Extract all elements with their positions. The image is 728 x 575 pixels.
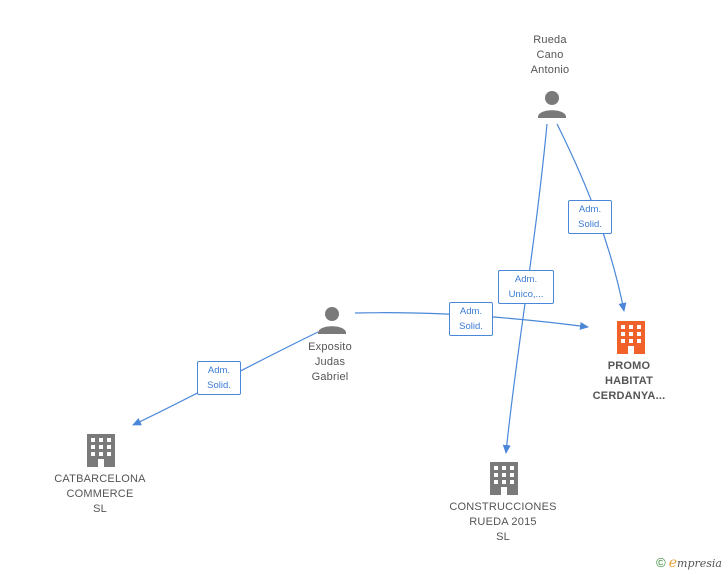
badge-line: Solid. [578, 219, 602, 230]
badge-line: Solid. [207, 380, 231, 391]
badge-line: Adm. [207, 365, 231, 376]
edge-badge-rueda-promo[interactable]: Adm. Solid. [568, 200, 612, 234]
label-line: CERDANYA... [592, 390, 666, 402]
label-line: RUEDA 2015 [469, 516, 537, 528]
label-line: CATBARCELONA [54, 473, 146, 485]
label-line: HABITAT [604, 375, 654, 387]
badge-line: Adm. [514, 274, 538, 285]
label-line: COMMERCE [66, 488, 134, 500]
node-label-promo[interactable]: PROMO HABITAT CERDANYA... [570, 359, 688, 404]
label-line: SL [496, 531, 510, 543]
badge-line: Adm. [578, 204, 602, 215]
badge-line: Adm. [459, 306, 483, 317]
person-icon-exposito [318, 307, 346, 334]
label-line: Gabriel [311, 371, 349, 383]
label-line: PROMO [607, 360, 651, 372]
building-icon-construcciones [490, 462, 518, 495]
edge-badge-exposito-promo[interactable]: Adm. Solid. [449, 302, 493, 336]
footer-credit[interactable]: ©empresia [656, 555, 722, 571]
label-line: Judas [314, 356, 346, 368]
label-line: CONSTRUCCIONES [449, 501, 557, 513]
person-icon-rueda [538, 91, 566, 118]
building-icon-promo [617, 321, 645, 354]
building-icon-catbarcelona [87, 434, 115, 467]
edge-badge-rueda-construcciones[interactable]: Adm. Unico,... [498, 270, 554, 304]
copyright-icon: © [656, 555, 666, 570]
label-line: Exposito [308, 341, 352, 353]
label-line: Rueda [533, 34, 567, 46]
node-label-catbarcelona[interactable]: CATBARCELONA COMMERCE SL [40, 472, 160, 517]
badge-line: Unico,... [508, 289, 544, 300]
brand-logo: empresia [668, 555, 722, 571]
label-line: Antonio [530, 64, 570, 76]
label-line: SL [93, 503, 107, 515]
edge-badge-exposito-catbarcelona[interactable]: Adm. Solid. [197, 361, 241, 395]
badge-line: Solid. [459, 321, 483, 332]
label-line: Cano [536, 49, 564, 61]
